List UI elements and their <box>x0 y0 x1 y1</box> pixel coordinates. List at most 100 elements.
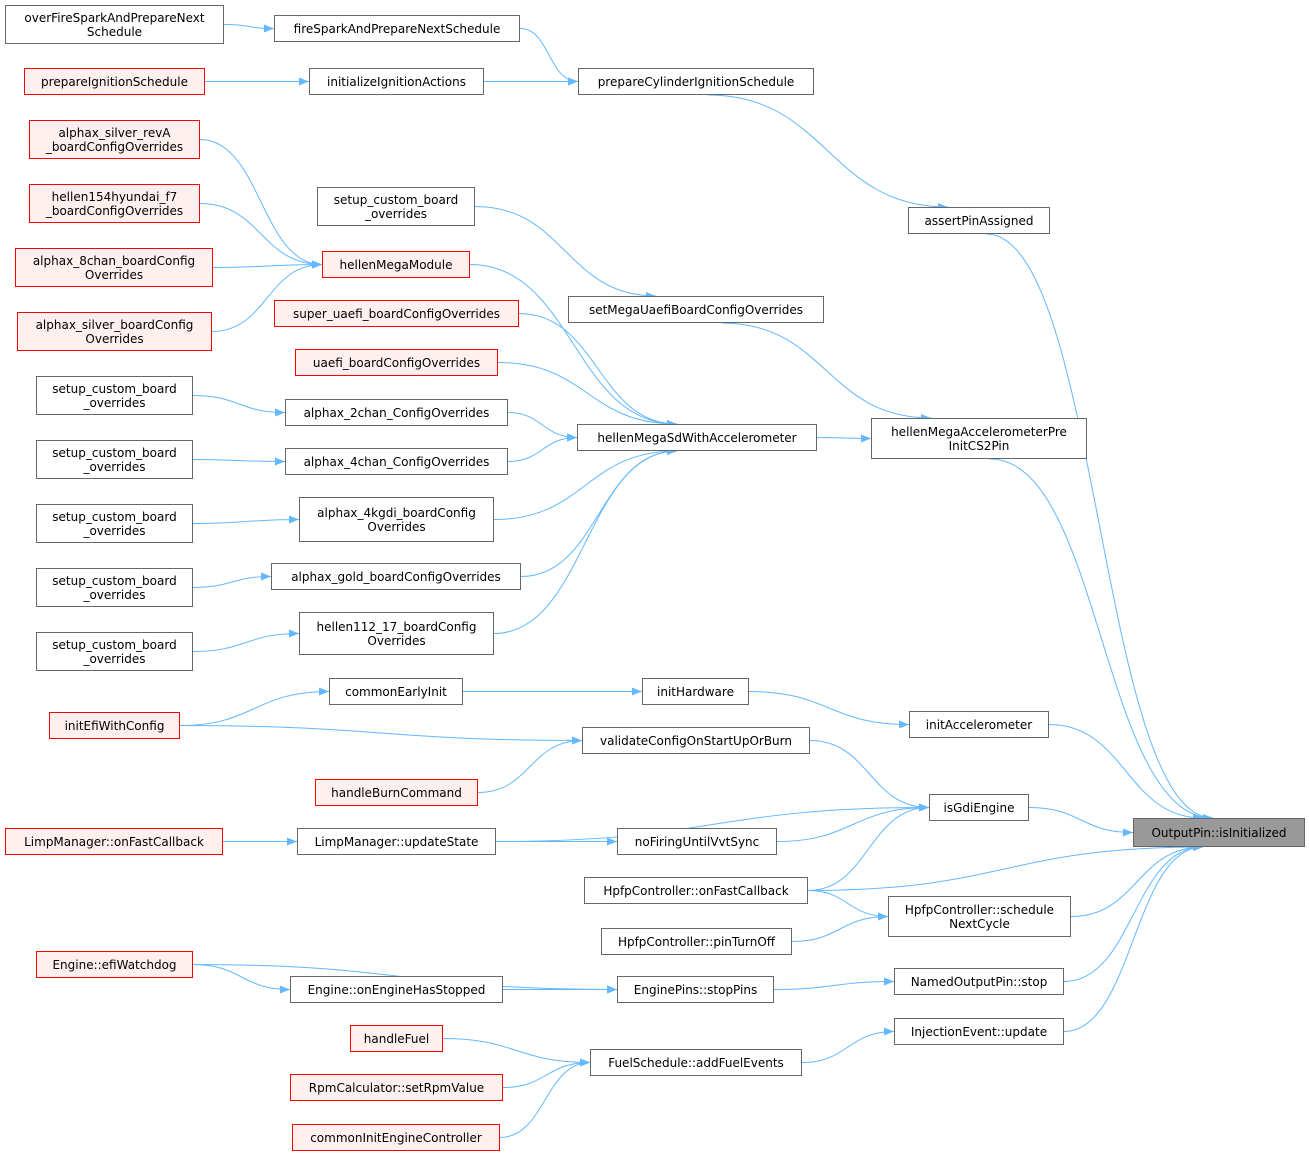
node-set-mega-uaefi-board-config-overrides[interactable]: setMegaUaefiBoardConfigOverrides <box>568 296 824 323</box>
node-prepare-cylinder-ignition-schedule[interactable]: prepareCylinderIgnitionSchedule <box>578 68 814 95</box>
node-hellen-mega-sd-with-accelerometer[interactable]: hellenMegaSdWithAccelerometer <box>577 424 817 451</box>
node-setup-custom-board-overrides[interactable]: setup_custom_board_overrides <box>317 187 475 226</box>
node-alphax-2chan-config-overrides[interactable]: alphax_2chan_ConfigOverrides <box>285 399 508 426</box>
node-hellen-mega-module[interactable]: hellenMegaModule <box>322 251 470 278</box>
node-label: EnginePins::stopPins <box>633 982 758 997</box>
node-rpm-calculator-set-rpm-value[interactable]: RpmCalculator::setRpmValue <box>290 1074 503 1101</box>
node-prepare-ignition-schedule[interactable]: prepareIgnitionSchedule <box>24 68 205 95</box>
node-handle-burn-command[interactable]: handleBurnCommand <box>315 779 478 806</box>
node-label: alphax_2chan_ConfigOverrides <box>303 405 490 420</box>
node-limp-manager-update-state[interactable]: LimpManager::updateState <box>297 828 496 855</box>
node-alphax-4chan-config-overrides[interactable]: alphax_4chan_ConfigOverrides <box>285 448 508 475</box>
edge-assert-pin-to-output-pin <box>986 233 1214 822</box>
edge-no-firing-to-is-gdi <box>776 803 930 842</box>
node-output-pin-is-initialized[interactable]: OutputPin::isInitialized <box>1133 818 1305 847</box>
node-engine-on-engine-has-stopped[interactable]: Engine::onEngineHasStopped <box>290 976 503 1003</box>
node-handle-fuel[interactable]: handleFuel <box>350 1025 443 1052</box>
node-label: initHardware <box>657 684 734 699</box>
node-label: alphax_silver_boardConfig <box>35 317 194 332</box>
edge-hellen112-to-hellen-mega-sd <box>493 447 678 634</box>
edge-init-accel-to-output-pin <box>1048 724 1204 822</box>
node-super-uaefi-board-config-overrides[interactable]: super_uaefi_boardConfigOverrides <box>274 300 519 327</box>
node-alphax-gold-board-config-overrides[interactable]: alphax_gold_boardConfigOverrides <box>271 563 521 590</box>
edge-setup-c2-to-set-mega <box>474 206 657 300</box>
node-label: Overrides <box>367 633 426 648</box>
edge-validate-config-to-is-gdi <box>809 740 930 812</box>
node-label: Engine::onEngineHasStopped <box>307 982 486 997</box>
node-setup-custom-board-overrides[interactable]: setup_custom_board_overrides <box>36 376 193 415</box>
node-validate-config-on-start-up-or-burn[interactable]: validateConfigOnStartUpOrBurn <box>582 727 810 754</box>
node-setup-custom-board-overrides[interactable]: setup_custom_board_overrides <box>36 632 193 671</box>
edge-handle-burn-to-validate-config <box>477 736 583 793</box>
node-label: _boardConfigOverrides <box>45 203 184 218</box>
node-label: alphax_silver_revA <box>58 125 171 140</box>
node-injection-event-update[interactable]: InjectionEvent::update <box>894 1018 1064 1045</box>
edge-named-stop-to-output-pin <box>1063 843 1204 982</box>
node-init-hardware[interactable]: initHardware <box>642 678 749 705</box>
node-is-gdi-engine[interactable]: isGdiEngine <box>929 794 1029 821</box>
edge-setup7-to-alphax2 <box>192 395 286 417</box>
node-label: Overrides <box>367 519 426 534</box>
edge-hpfp-off-to-hpfp-schedule <box>791 912 889 942</box>
node-alphax-silver-rev-a-board-config-overrides[interactable]: alphax_silver_revA_boardConfigOverrides <box>29 120 200 159</box>
node-label: setup_custom_board <box>333 192 459 207</box>
node-label: initializeIgnitionActions <box>327 74 466 89</box>
node-init-efi-with-config[interactable]: initEfiWithConfig <box>49 712 180 739</box>
node-label: alphax_4chan_ConfigOverrides <box>303 454 490 469</box>
edge-efi-watchdog-to-on-engine-stopped <box>192 964 291 994</box>
node-initialize-ignition-actions[interactable]: initializeIgnitionActions <box>309 68 484 95</box>
node-limp-manager-on-fast-callback[interactable]: LimpManager::onFastCallback <box>5 828 223 855</box>
edge-hellen-mega-sd-to-hellen-mega-accel <box>816 434 872 443</box>
node-engine-pins-stop-pins[interactable]: EnginePins::stopPins <box>617 976 774 1003</box>
node-label: overFireSparkAndPrepareNext <box>24 10 205 25</box>
node-assert-pin-assigned[interactable]: assertPinAssigned <box>908 207 1050 234</box>
node-label: super_uaefi_boardConfigOverrides <box>292 306 501 321</box>
node-common-early-init[interactable]: commonEarlyInit <box>329 678 463 705</box>
node-setup-custom-board-overrides[interactable]: setup_custom_board_overrides <box>36 568 193 607</box>
node-setup-custom-board-overrides[interactable]: setup_custom_board_overrides <box>36 440 193 479</box>
node-fuel-schedule-add-fuel-events[interactable]: FuelSchedule::addFuelEvents <box>590 1049 802 1076</box>
node-fire-spark-and-prepare-next-schedule[interactable]: fireSparkAndPrepareNextSchedule <box>274 15 520 42</box>
node-label: HpfpController::schedule <box>904 902 1055 917</box>
node-label: _overrides <box>83 651 146 666</box>
node-label: isGdiEngine <box>943 800 1015 815</box>
node-label: RpmCalculator::setRpmValue <box>308 1080 485 1095</box>
edge-hellen-mega-module-to-hellen-mega-sd <box>469 264 678 428</box>
node-label: setup_custom_board <box>52 445 177 460</box>
node-engine-efi-watchdog[interactable]: Engine::efiWatchdog <box>36 951 193 978</box>
node-label: Overrides <box>84 267 144 282</box>
node-label: setup_custom_board <box>52 509 177 524</box>
node-uaefi-board-config-overrides[interactable]: uaefi_boardConfigOverrides <box>295 349 498 376</box>
node-label: fireSparkAndPrepareNextSchedule <box>293 21 501 36</box>
edge-init-efi-to-common-early-init <box>179 687 330 726</box>
edge-hellen-mega-accel-to-output-pin <box>989 458 1214 822</box>
node-hpfp-controller-on-fast-callback[interactable]: HpfpController::onFastCallback <box>584 877 808 904</box>
node-label: Overrides <box>85 331 144 346</box>
node-label: commonInitEngineController <box>310 1130 482 1145</box>
node-label: prepareIgnitionSchedule <box>41 74 188 89</box>
edge-fire-spark-to-prepare-cyl <box>519 28 579 86</box>
node-label: InitCS2Pin <box>948 438 1010 453</box>
node-no-firing-until-vvt-sync[interactable]: noFiringUntilVvtSync <box>617 828 777 855</box>
edge-setup9-to-alphax4kgdi <box>192 515 300 524</box>
edge-init-hardware-to-init-accel <box>748 691 910 729</box>
node-common-init-engine-controller[interactable]: commonInitEngineController <box>292 1124 500 1151</box>
node-setup-custom-board-overrides[interactable]: setup_custom_board_overrides <box>36 504 193 543</box>
node-init-accelerometer[interactable]: initAccelerometer <box>909 711 1049 738</box>
node-label: noFiringUntilVvtSync <box>634 834 760 849</box>
node-hpfp-controller-pin-turn-off[interactable]: HpfpController::pinTurnOff <box>601 928 792 955</box>
node-hellen154hyundai-f7-board-config-overrides[interactable]: hellen154hyundai_f7_boardConfigOverrides <box>29 184 200 223</box>
node-named-output-pin-stop[interactable]: NamedOutputPin::stop <box>894 968 1064 995</box>
edge-setup11-to-hellen112 <box>192 629 300 652</box>
node-label: validateConfigOnStartUpOrBurn <box>600 733 792 748</box>
node-label: alphax_4kgdi_boardConfig <box>317 505 476 520</box>
